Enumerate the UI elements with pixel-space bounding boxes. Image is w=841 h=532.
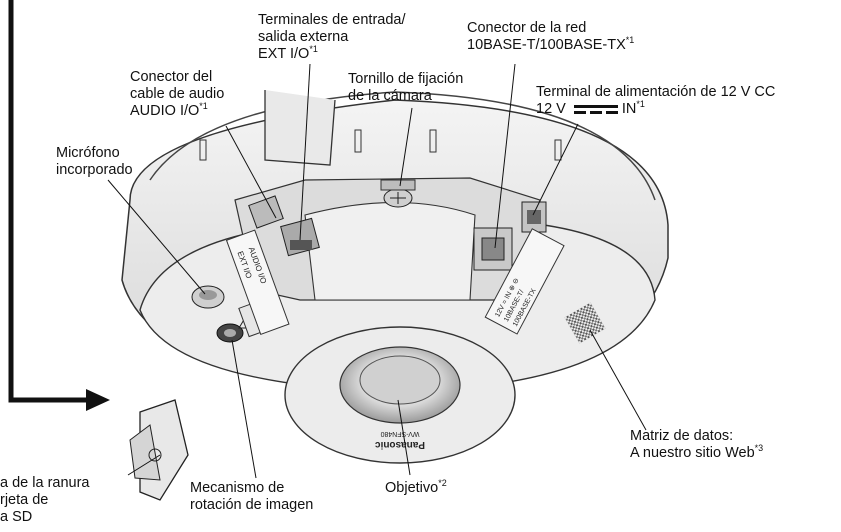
rotation-line2: rotación de imagen xyxy=(190,497,314,513)
microphone-icon xyxy=(191,285,225,309)
ext-io-line2: salida externa xyxy=(258,29,349,45)
network-sup: *1 xyxy=(625,35,635,46)
lens-sup: *2 xyxy=(438,478,447,489)
sd-line3: a SD xyxy=(0,509,33,525)
power-line2b: IN xyxy=(621,101,637,117)
network-line2: 10BASE-T/100BASE-TX xyxy=(467,37,626,53)
audio-label: Conector del cable de audio AUDIO I/O*1 xyxy=(130,69,224,120)
power-sup: *1 xyxy=(636,99,645,110)
ext-io-line1: Terminales de entrada/ xyxy=(258,12,406,28)
datamatrix-line1: Matriz de datos: xyxy=(630,428,734,444)
screw-line2: de la cámara xyxy=(348,88,432,104)
dc-symbol-icon xyxy=(573,104,618,116)
ext-io-label: Terminales de entrada/ salida externa EX… xyxy=(258,12,406,63)
network-port-icon xyxy=(473,227,513,271)
datamatrix-label: Matriz de datos: A nuestro sitio Web*3 xyxy=(630,428,763,462)
audio-line1: Conector del xyxy=(130,69,213,85)
mic-line2: incorporado xyxy=(56,162,133,178)
screw-label: Tornillo de fijación de la cámara xyxy=(348,71,463,105)
mic-line1: Micrófono xyxy=(56,145,120,161)
ext-io-line3: EXT I/O xyxy=(258,46,310,62)
lens-label: Objetivo*2 xyxy=(385,478,447,497)
audio-label-plate: AUDIO I/O EXT I/O xyxy=(225,229,290,335)
audio-line2: cable de audio xyxy=(130,86,225,102)
network-line1: Conector de la red xyxy=(467,20,587,36)
ext-io-sup: *1 xyxy=(309,44,318,55)
power-line1: Terminal de alimentación de 12 V CC xyxy=(536,84,776,100)
sd-cover-icon xyxy=(129,399,189,501)
sd-label: a de la ranura rjeta de a SD xyxy=(0,475,89,526)
fixing-screw-icon xyxy=(380,179,416,208)
power-label: Terminal de alimentación de 12 V CC 12 V… xyxy=(536,84,775,118)
power-port-icon xyxy=(521,201,547,233)
datamatrix-sup: *3 xyxy=(754,443,764,454)
sd-line2: rjeta de xyxy=(0,492,49,508)
lens-line1: Objetivo xyxy=(385,480,439,496)
screw-line1: Tornillo de fijación xyxy=(348,71,464,87)
camera-body: AUDIO I/O EXT I/O 12V = IN ⊕ ⊖ 10BASE-T/… xyxy=(121,90,669,501)
data-matrix-icon xyxy=(564,302,606,344)
rotation-label: Mecanismo de rotación de imagen xyxy=(190,480,313,514)
lens-icon: Panasonic WV-SFN480 xyxy=(284,326,516,464)
power-line2a: 12 V xyxy=(536,101,566,117)
model-text: WV-SFN480 xyxy=(380,430,419,437)
audio-sup: *1 xyxy=(199,101,208,112)
flow-arrow xyxy=(8,0,110,411)
datamatrix-line2: A nuestro sitio Web xyxy=(630,445,755,461)
leader-lines xyxy=(107,63,647,479)
rotation-line1: Mecanismo de xyxy=(190,480,285,496)
network-label: Conector de la red 10BASE-T/100BASE-TX*1 xyxy=(467,20,634,54)
mic-label: Micrófono incorporado xyxy=(56,145,133,179)
brand-text: Panasonic xyxy=(375,439,425,450)
sd-line1: a de la ranura xyxy=(0,475,90,491)
audio-line3: AUDIO I/O xyxy=(130,103,200,119)
